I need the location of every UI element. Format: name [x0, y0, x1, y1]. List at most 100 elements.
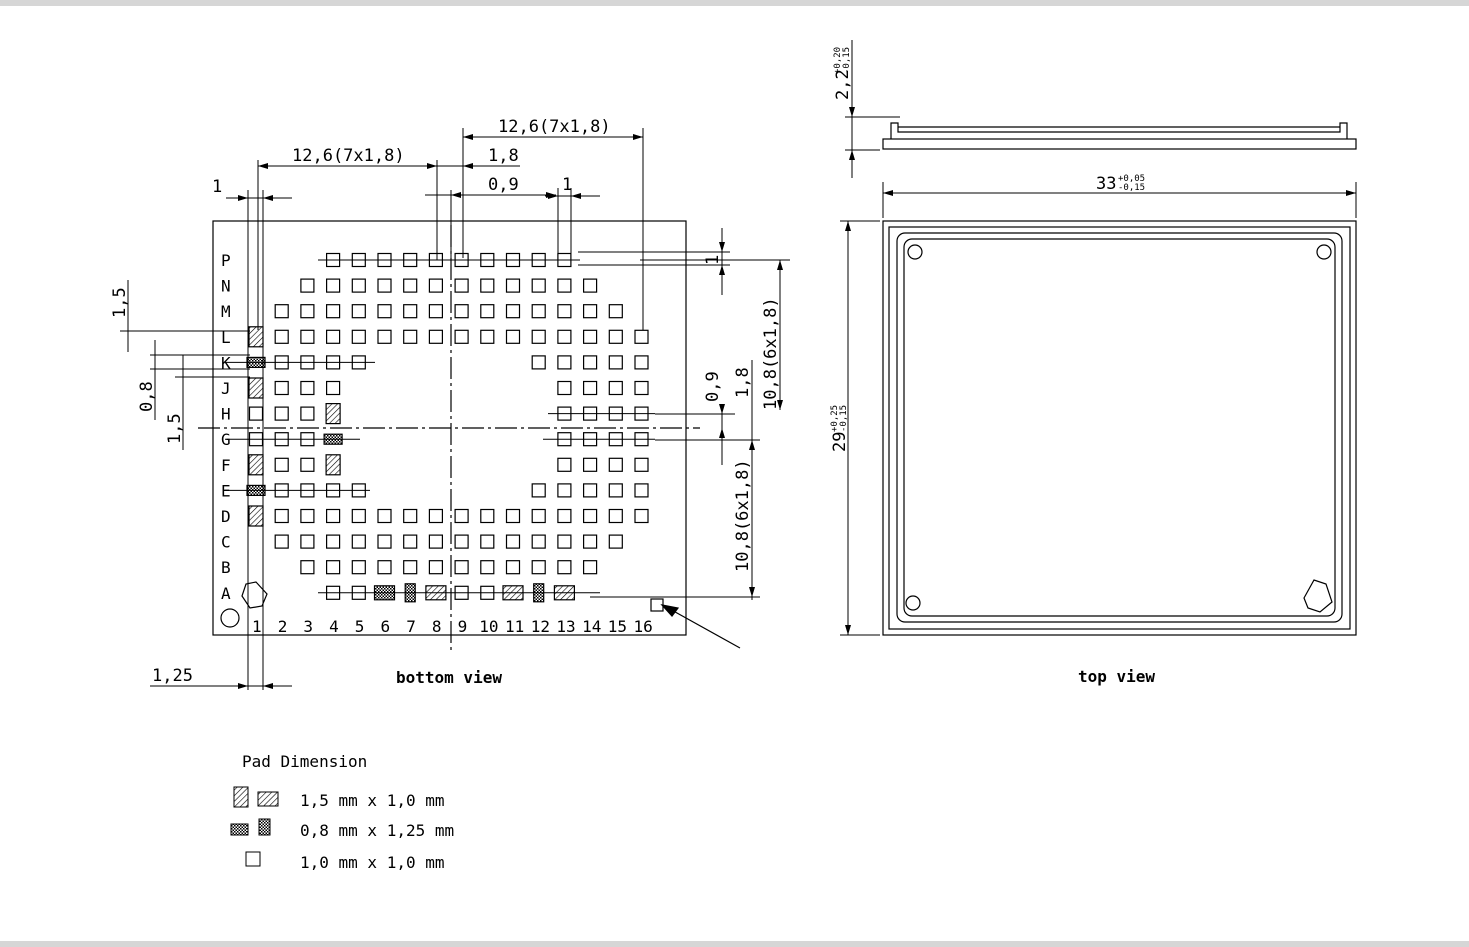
column-label: 2: [278, 617, 288, 636]
top-view-caption: top view: [1078, 667, 1155, 686]
pad: [455, 561, 468, 574]
pad: [584, 561, 597, 574]
pad: [455, 279, 468, 292]
pad: [584, 535, 597, 548]
pad: [635, 330, 648, 343]
pad-power: [326, 455, 340, 475]
row-label: C: [221, 533, 231, 552]
pad: [275, 382, 288, 395]
dim-right-half-pitch: 0,9: [703, 371, 723, 402]
legend-swatch-hatch-horizontal: [258, 792, 278, 806]
pad: [327, 279, 340, 292]
pad: [352, 561, 365, 574]
pad: [584, 484, 597, 497]
pad: [378, 279, 391, 292]
column-label: 12: [531, 617, 550, 636]
pad: [507, 535, 520, 548]
column-label: 5: [355, 617, 365, 636]
top-view-lid-inner: [904, 239, 1335, 616]
pad: [635, 484, 648, 497]
pad: [507, 330, 520, 343]
pad: [429, 279, 442, 292]
pad: [558, 510, 571, 523]
pad: [404, 561, 417, 574]
pad: [584, 458, 597, 471]
pad: [532, 279, 545, 292]
pad-legend: Pad Dimension 1,5 mm x 1,0 mm 0,8 mm x 1…: [231, 752, 454, 872]
pad: [532, 535, 545, 548]
orientation-arrow-head: [662, 605, 678, 616]
column-label: 7: [406, 617, 416, 636]
pad: [481, 535, 494, 548]
pad: [584, 356, 597, 369]
pad: [584, 510, 597, 523]
pad: [481, 279, 494, 292]
dim-bottom-offset: 1,25: [152, 666, 193, 686]
pad: [481, 330, 494, 343]
pad: [558, 382, 571, 395]
pad: [352, 510, 365, 523]
width-dimension-text: 33 +0,05 -0,15: [1096, 174, 1145, 194]
pad: [609, 382, 622, 395]
top-view-inner-outline: [889, 227, 1350, 629]
pad: [532, 305, 545, 318]
dim-pad-top-left: 1: [212, 177, 222, 197]
column-label: 10: [479, 617, 498, 636]
pad: [455, 510, 468, 523]
column-label: 16: [634, 617, 653, 636]
pad: [378, 330, 391, 343]
pad: [507, 561, 520, 574]
pad: [609, 458, 622, 471]
pad: [429, 535, 442, 548]
pad: [327, 305, 340, 318]
pad: [404, 535, 417, 548]
pad: [378, 510, 391, 523]
pad: [275, 407, 288, 420]
pad: [429, 561, 442, 574]
pad: [558, 279, 571, 292]
length-lower-tol: -0,15: [839, 405, 849, 432]
row-label: J: [221, 379, 231, 398]
pad: [404, 330, 417, 343]
pad: [327, 510, 340, 523]
column-label: 11: [505, 617, 524, 636]
pad: [327, 561, 340, 574]
pad: [507, 305, 520, 318]
top-view-outline: [883, 221, 1356, 635]
dim-left-1-5-top: 1,5: [110, 287, 130, 318]
top-view-lid-edge: [897, 233, 1342, 622]
pad: [609, 305, 622, 318]
row-label: E: [221, 481, 231, 500]
pad: [635, 458, 648, 471]
pad: [378, 535, 391, 548]
legend-swatch-square: [246, 852, 260, 866]
column-label: 15: [608, 617, 627, 636]
pad: [327, 535, 340, 548]
side-profile-base: [883, 139, 1356, 149]
row-label: B: [221, 558, 231, 577]
pad: [558, 458, 571, 471]
pad: [558, 484, 571, 497]
pad-power: [249, 378, 263, 398]
pad: [507, 279, 520, 292]
dim-half-pitch: 0,9: [488, 175, 519, 195]
pad: [481, 510, 494, 523]
pad: [584, 330, 597, 343]
dim-top-left-span: 12,6(7x1,8): [292, 146, 405, 166]
dim-left-1-5-bottom: 1,5: [165, 413, 185, 444]
legend-swatch-hatch-vertical: [234, 787, 248, 807]
row-label: K: [221, 353, 231, 372]
bottom-view: [198, 221, 740, 650]
pad: [352, 330, 365, 343]
pad: [532, 330, 545, 343]
row-label: P: [221, 251, 231, 270]
pin1-circle-marker: [221, 609, 239, 627]
pad: [532, 484, 545, 497]
pad: [301, 535, 314, 548]
pad: [481, 305, 494, 318]
pad: [352, 279, 365, 292]
pad: [584, 279, 597, 292]
legend-title: Pad Dimension: [242, 752, 367, 771]
pad: [609, 356, 622, 369]
